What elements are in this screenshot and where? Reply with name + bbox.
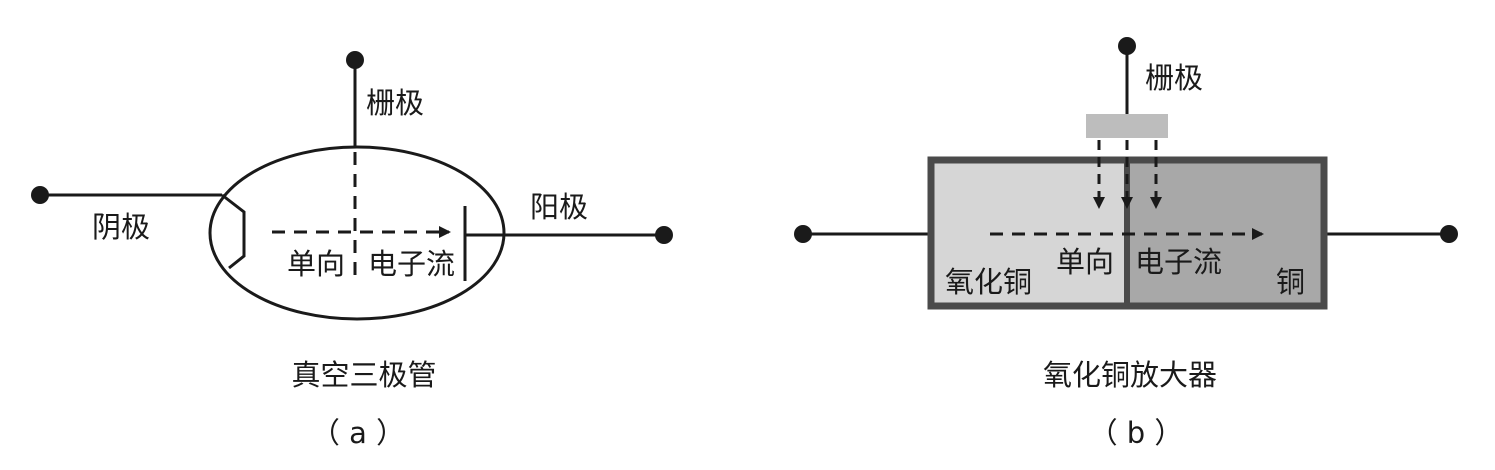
right-terminal (1440, 225, 1458, 243)
grid-label: 栅极 (366, 86, 424, 120)
tube-envelope (208, 145, 506, 321)
copper-oxide-label: 氧化铜 (945, 265, 1032, 299)
grid-label-b: 栅极 (1145, 61, 1203, 95)
panel-b-copper-oxide-amplifier: 栅极 氧化铜 单向 电子流 铜 氧化铜放大器 （ b ） (794, 37, 1458, 450)
panel-b-tag: （ b ） (1089, 416, 1184, 450)
panel-a-vacuum-triode: 栅极 阴极 阳极 单向 电子流 真空三极管 （ a ） (31, 51, 673, 450)
copper-label: 铜 (1276, 265, 1305, 299)
flow-label-right: 电子流 (368, 247, 455, 281)
anode-terminal (655, 226, 673, 244)
cathode-label: 阴极 (92, 210, 150, 244)
cathode-electrode (221, 193, 246, 270)
copper-oxide-region (931, 160, 1127, 306)
gate-plate (1086, 114, 1168, 138)
copper-region (1127, 160, 1324, 306)
panel-a-tag: （ a ） (311, 416, 405, 450)
flow-label-right-b: 电子流 (1135, 245, 1222, 279)
panel-b-title: 氧化铜放大器 (1043, 358, 1217, 392)
flow-label-left: 单向 (287, 247, 345, 281)
panel-a-title: 真空三极管 (291, 358, 436, 392)
flow-label-left-b: 单向 (1056, 245, 1114, 279)
anode-label: 阳极 (530, 190, 588, 224)
